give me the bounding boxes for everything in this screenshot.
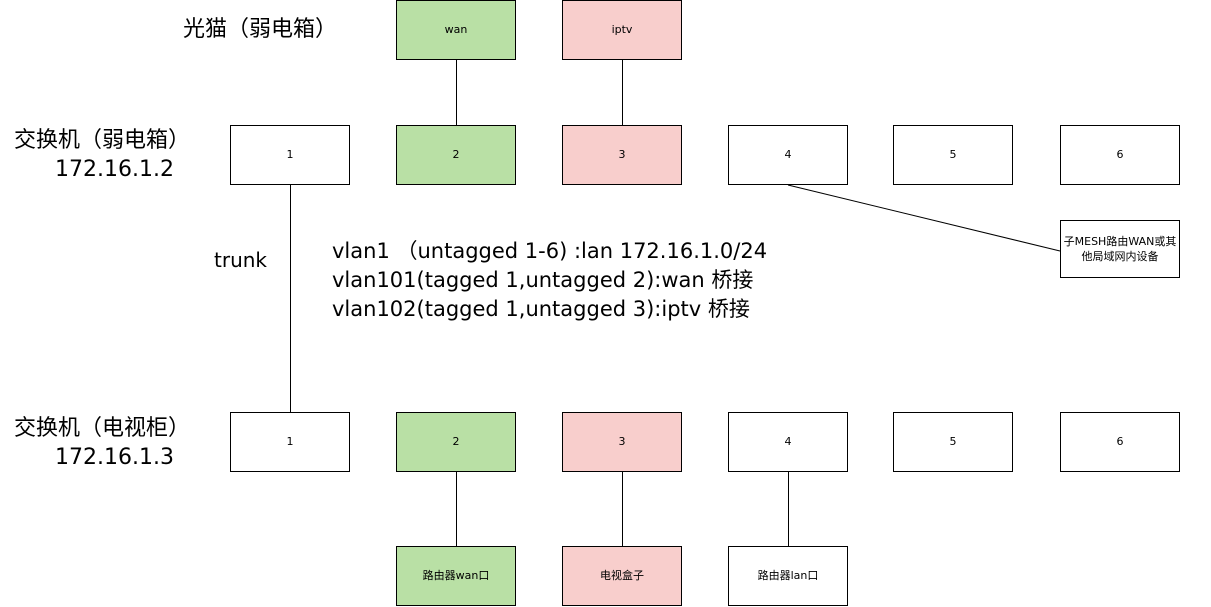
vlan102-line: vlan102(tagged 1,untagged 3):iptv 桥接: [332, 297, 750, 321]
switch1-port-5[interactable]: 5: [893, 125, 1013, 185]
switch2-port-4[interactable]: 4: [728, 412, 848, 472]
vlan101-line: vlan101(tagged 1,untagged 2):wan 桥接: [332, 268, 754, 292]
switch2-title: 交换机（电视柜）: [14, 416, 191, 441]
switch2-port-3[interactable]: 3: [562, 412, 682, 472]
modem-port-wan[interactable]: wan: [396, 0, 516, 60]
switch1-port-4[interactable]: 4: [728, 125, 848, 185]
switch1-port-3[interactable]: 3: [562, 125, 682, 185]
switch1-port-2[interactable]: 2: [396, 125, 516, 185]
switch2-port-1[interactable]: 1: [230, 412, 350, 472]
switch1-title: 交换机（弱电箱）: [14, 128, 191, 153]
mesh-device-box[interactable]: 子MESH路由WAN或其他局域网内设备: [1060, 220, 1180, 278]
router-wan-box[interactable]: 路由器wan口: [396, 546, 516, 606]
switch1-port-6[interactable]: 6: [1060, 125, 1180, 185]
modem-port-iptv[interactable]: iptv: [562, 0, 682, 60]
switch2-port-6[interactable]: 6: [1060, 412, 1180, 472]
vlan1-line: vlan1 （untagged 1-6) :lan 172.16.1.0/24: [332, 239, 768, 263]
switch1-port4-to-mesh-line: [787, 184, 1061, 252]
switch1-ip: 172.16.1.2: [55, 157, 174, 182]
switch1-port-1[interactable]: 1: [230, 125, 350, 185]
vlan-description: vlan1 （untagged 1-6) :lan 172.16.1.0/24 …: [332, 237, 767, 324]
switch2-ip: 172.16.1.3: [55, 445, 174, 470]
switch2-port-2[interactable]: 2: [396, 412, 516, 472]
router-lan-box[interactable]: 路由器lan口: [728, 546, 848, 606]
modem-title: 光猫（弱电箱）: [183, 17, 338, 42]
switch2-port-5[interactable]: 5: [893, 412, 1013, 472]
tv-box[interactable]: 电视盒子: [562, 546, 682, 606]
trunk-label: trunk: [214, 248, 267, 272]
